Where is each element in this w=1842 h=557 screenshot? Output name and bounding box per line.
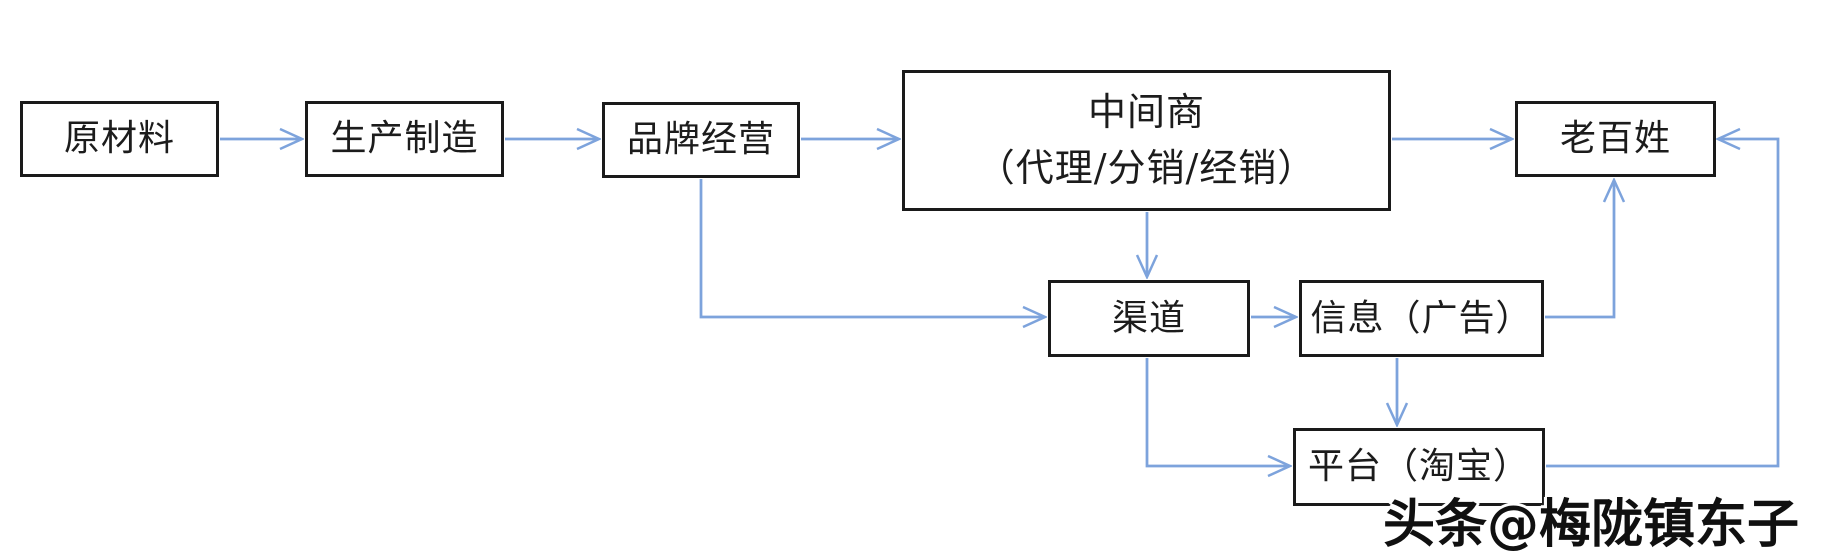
node-middleman: 中间商 （代理/分销/经销） [902, 70, 1391, 211]
watermark-text: 头条@梅陇镇东子 [1383, 495, 1800, 555]
node-middleman-label-line2: （代理/分销/经销） [976, 145, 1317, 190]
node-middleman-label-line1: 中间商 [1087, 90, 1205, 135]
node-consumers: 老百姓 [1515, 101, 1716, 177]
node-brand-operation-label: 品牌经营 [626, 119, 775, 160]
node-channel-label: 渠道 [1111, 297, 1186, 339]
node-information-ads: 信息（广告） [1299, 280, 1544, 357]
node-platform-taobao: 平台（淘宝） [1293, 428, 1545, 506]
arrow-brand-to-channel [699, 179, 1045, 317]
arrow-info-to-consumer [1545, 180, 1614, 319]
node-raw-materials-label: 原材料 [63, 118, 175, 159]
node-production-label: 生产制造 [330, 118, 479, 159]
node-information-ads-label: 信息（广告） [1310, 297, 1533, 339]
node-channel: 渠道 [1048, 280, 1250, 357]
arrow-platform-to-consumer [1546, 139, 1780, 468]
node-brand-operation: 品牌经营 [602, 102, 800, 178]
node-raw-materials: 原材料 [20, 101, 219, 177]
arrow-channel-to-platform [1145, 358, 1290, 466]
node-consumers-label: 老百姓 [1559, 118, 1671, 159]
node-platform-taobao-label: 平台（淘宝） [1307, 446, 1530, 487]
node-production: 生产制造 [305, 101, 504, 177]
